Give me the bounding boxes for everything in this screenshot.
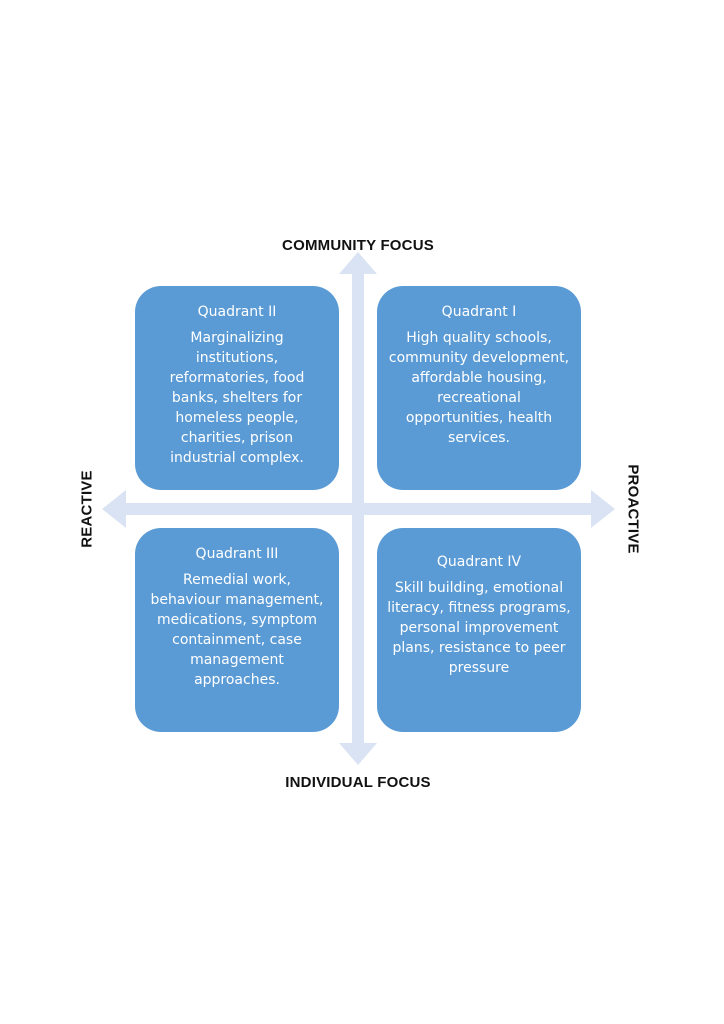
quadrant-4-title: Quadrant IV xyxy=(436,554,522,570)
quadrant-1-box: Quadrant I High quality schools, communi… xyxy=(377,286,581,490)
quadrant-1-title: Quadrant I xyxy=(441,304,517,320)
quadrant-3-title: Quadrant III xyxy=(195,546,279,562)
axis-label-reactive: REACTIVE xyxy=(78,470,96,548)
quadrant-4-text: Skill building, emotional literacy, fitn… xyxy=(387,580,571,676)
quadrant-4-box: Quadrant IV Skill building, emotional li… xyxy=(377,528,581,732)
quadrant-2-title: Quadrant II xyxy=(197,304,277,320)
quadrant-2-text: Marginalizing institutions, reformatorie… xyxy=(169,330,305,466)
axis-label-proactive: PROACTIVE xyxy=(624,464,642,554)
quadrant-3-text: Remedial work, behaviour management, med… xyxy=(150,572,324,688)
horizontal-axis-arrow xyxy=(102,490,615,528)
quadrant-1-text: High quality schools, community developm… xyxy=(388,330,570,446)
axis-label-community-focus: COMMUNITY FOCUS xyxy=(282,237,434,254)
quadrant-3-box: Quadrant III Remedial work, behaviour ma… xyxy=(135,528,339,732)
axis-label-individual-focus: INDIVIDUAL FOCUS xyxy=(285,774,431,791)
quadrant-2-box: Quadrant II Marginalizing institutions, … xyxy=(135,286,339,490)
